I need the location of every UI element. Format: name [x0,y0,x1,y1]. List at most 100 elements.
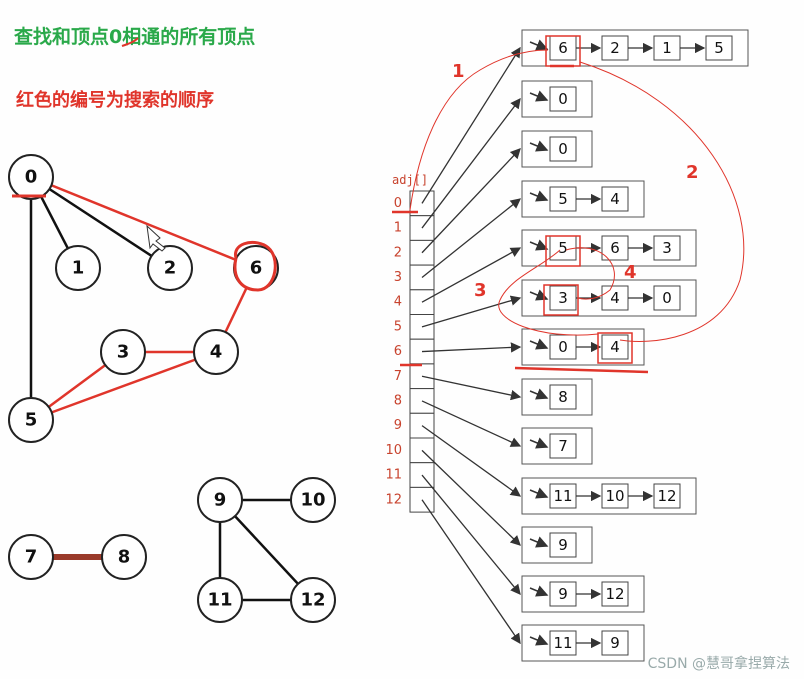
adj-node-value: 0 [558,140,568,158]
graph-node-label: 9 [214,490,227,511]
search-path-4 [565,247,615,300]
graph-node-label: 3 [117,342,130,363]
adj-node-box [549,581,577,607]
graph-node-circle [197,477,243,523]
list-head-pointer [529,388,549,400]
graph-node-5: 5 [8,397,54,443]
graph-node-label: 12 [300,590,325,611]
adj-node-value: 12 [605,585,624,603]
graph-node-circle [101,534,147,580]
adj-node-box [601,630,629,656]
mouse-cursor-icon [146,224,166,252]
adj-node-value: 5 [558,190,568,208]
adj-node-value: 0 [558,90,568,108]
graph-node-label: 10 [300,490,325,511]
graph-node-circle [100,329,146,375]
adj-slot-pointer-7 [421,375,522,401]
graph-node-11: 11 [197,577,243,623]
graph-node-circle [290,577,336,623]
graph-node-label: 11 [207,590,232,611]
adj-node-box [549,235,577,261]
adj-index-5: 5 [394,319,402,334]
page-title: 查找和顶点0相通的所有顶点 [14,26,256,48]
adj-node-box [549,334,577,360]
adj-list-10: 9 [521,526,593,564]
adj-index-1: 1 [394,221,402,236]
adj-node-value: 12 [657,487,676,505]
graph-node-circle [8,534,54,580]
adj-slot-pointer-8 [421,400,522,447]
adj-index-9: 9 [394,418,402,433]
search-visit-box [545,235,581,267]
adj-node-box [601,483,629,509]
page-subtitle: 红色的编号为搜索的顺序 [16,90,214,111]
graph-node-label: 4 [210,342,223,363]
adj-slot-pointer-10 [421,449,521,546]
graph-node-label: 0 [25,167,38,188]
list-head-pointer [529,338,549,350]
search-order-3: 3 [474,280,487,301]
search-path-2 [579,61,745,342]
adj-node-value: 11 [553,634,572,652]
search-visit-box [543,284,579,316]
adj-node-box [653,483,681,509]
adj-list-7: 8 [521,378,593,416]
list-head-pointer [529,90,549,102]
adj-slot-pointer-12 [421,499,521,645]
adj-node-value: 5 [558,239,568,257]
search-visit-box [597,332,633,364]
adj-index-4: 4 [394,295,402,310]
graph-node-circle [8,154,54,200]
adj-node-box [601,581,629,607]
adj-node-box [601,235,629,261]
list-head-pointer [529,190,549,202]
graph-edge-0-2 [30,175,171,270]
list-head-pointer [529,585,549,597]
list-head-pointer [529,437,549,449]
adj-array-label: adj[] [392,173,428,187]
adj-list-8: 7 [521,427,593,465]
adj-node-box [601,186,629,212]
search-path-3 [498,249,599,336]
adj-node-value: 5 [714,39,724,57]
adj-node-box [601,35,629,61]
title-0-mark [121,37,139,47]
adj-node-value: 9 [558,536,568,554]
graph-node-label: 2 [164,258,177,279]
search-order-2: 2 [686,162,699,183]
search-order-1: 1 [452,61,465,82]
watermark: CSDN @慧哥拿捏算法 [647,656,790,672]
adj-node-value: 3 [558,289,568,307]
adj-slot-pointer-6 [421,342,522,353]
adj-index-6: 6 [394,344,402,359]
adj-node-box [549,186,577,212]
graph-node-label: 8 [118,547,131,568]
adj-index-10: 10 [385,443,402,458]
adj-index-11: 11 [385,468,402,483]
adj-node-value: 6 [558,39,568,57]
list-head-pointer [529,39,549,51]
graph-node-0: 0 [8,154,54,200]
adj-node-value: 6 [610,239,620,257]
graph-node-label: 1 [72,258,85,279]
graph-node-1: 1 [55,245,101,291]
graph-node-circle [8,397,54,443]
adj-slot-pointer-4 [421,247,522,303]
adj-node-value: 4 [610,338,620,356]
adj-slot-pointer-2 [421,148,521,254]
adj-slot-pointer-3 [421,198,522,278]
graph-node-4: 4 [193,329,239,375]
graph-node-circle [193,329,239,375]
adj-node-value: 3 [662,239,672,257]
graph-node-12: 12 [290,577,336,623]
adj-node-box [549,136,577,162]
adj-node-box [549,384,577,410]
adj-node-box [705,35,733,61]
